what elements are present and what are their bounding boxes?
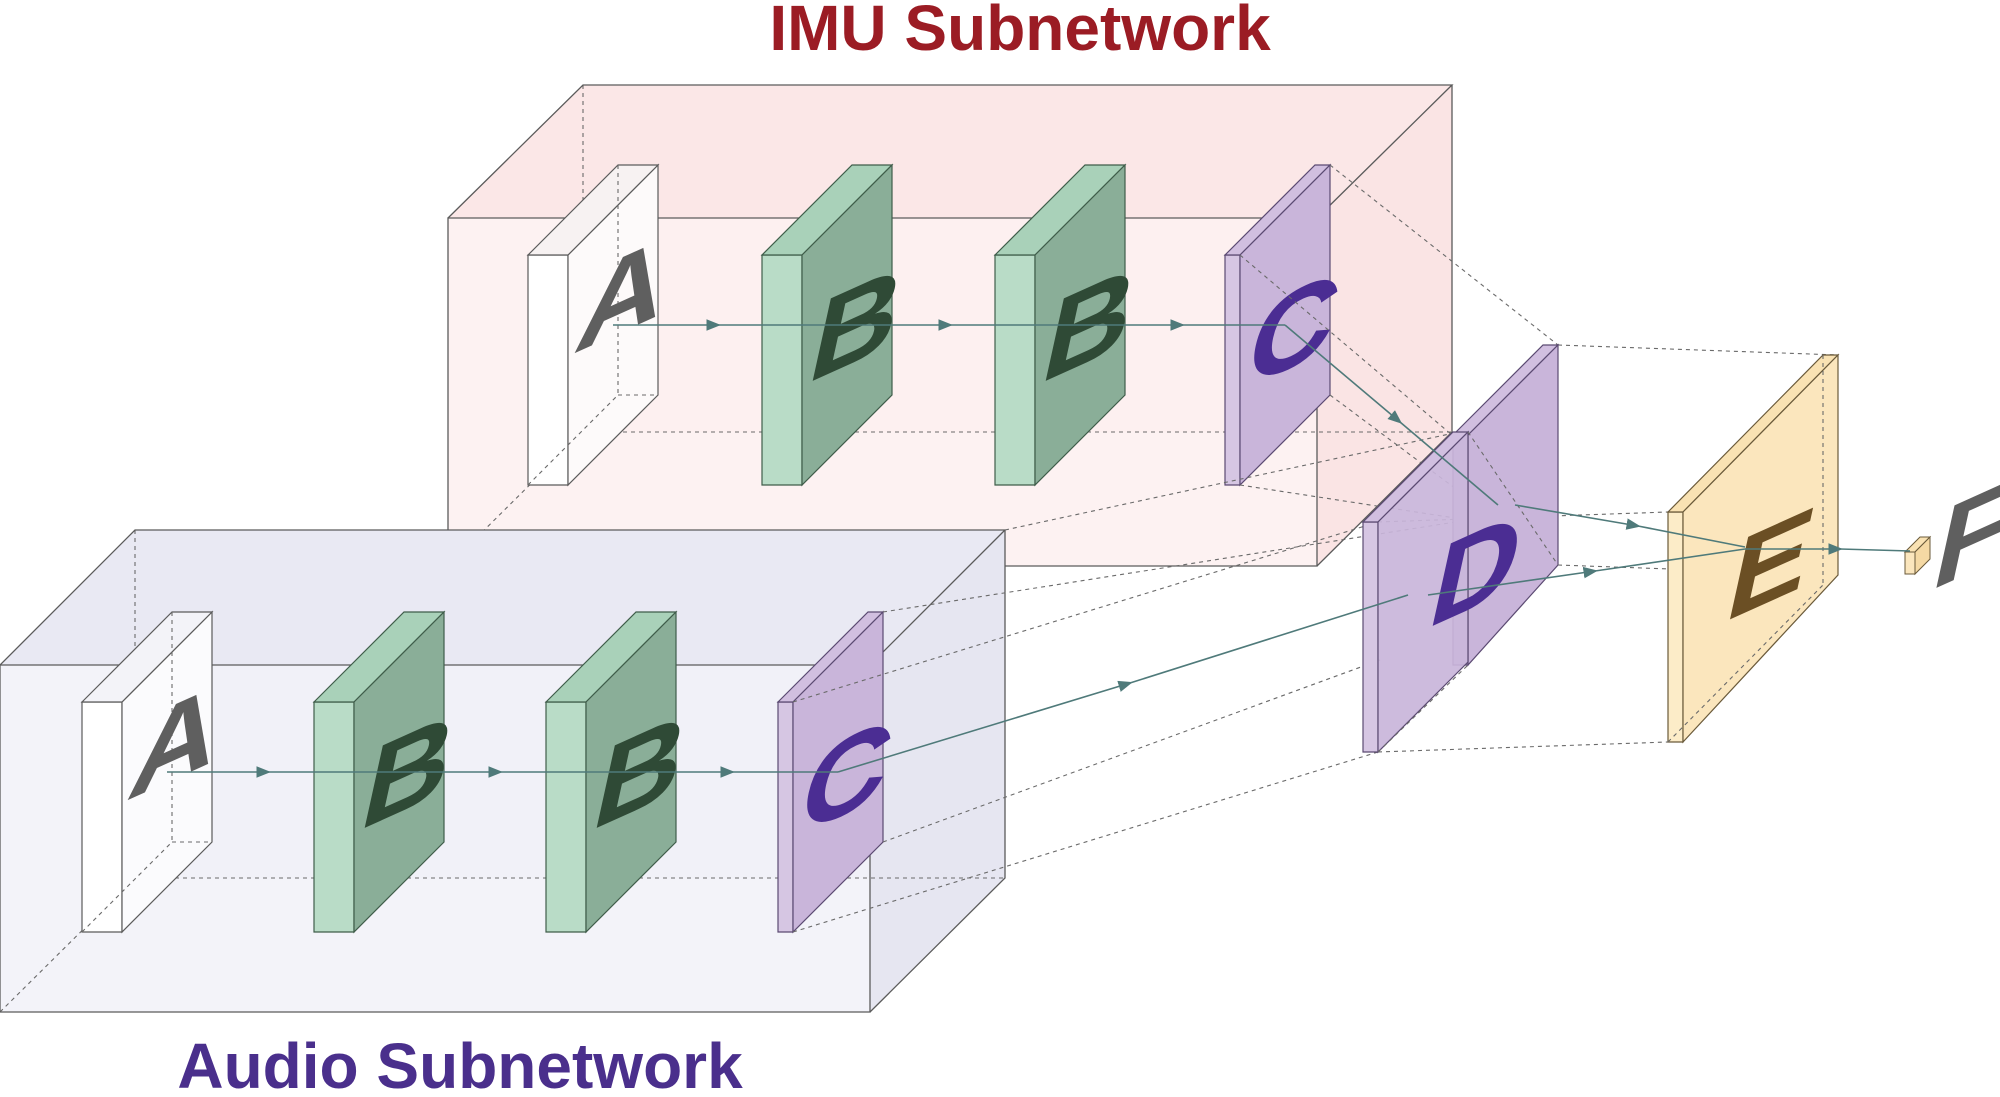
imu-subnetwork-title: IMU Subnetwork: [769, 0, 1271, 64]
audio-layer-a: A: [80, 610, 235, 934]
output-f-label: F: [1923, 450, 2000, 617]
flow-arrows: [167, 319, 1911, 778]
audio-subnetwork-title: Audio Subnetwork: [177, 1030, 743, 1097]
output-f: F: [1903, 450, 2000, 617]
layer-d: D: [1361, 343, 1560, 754]
